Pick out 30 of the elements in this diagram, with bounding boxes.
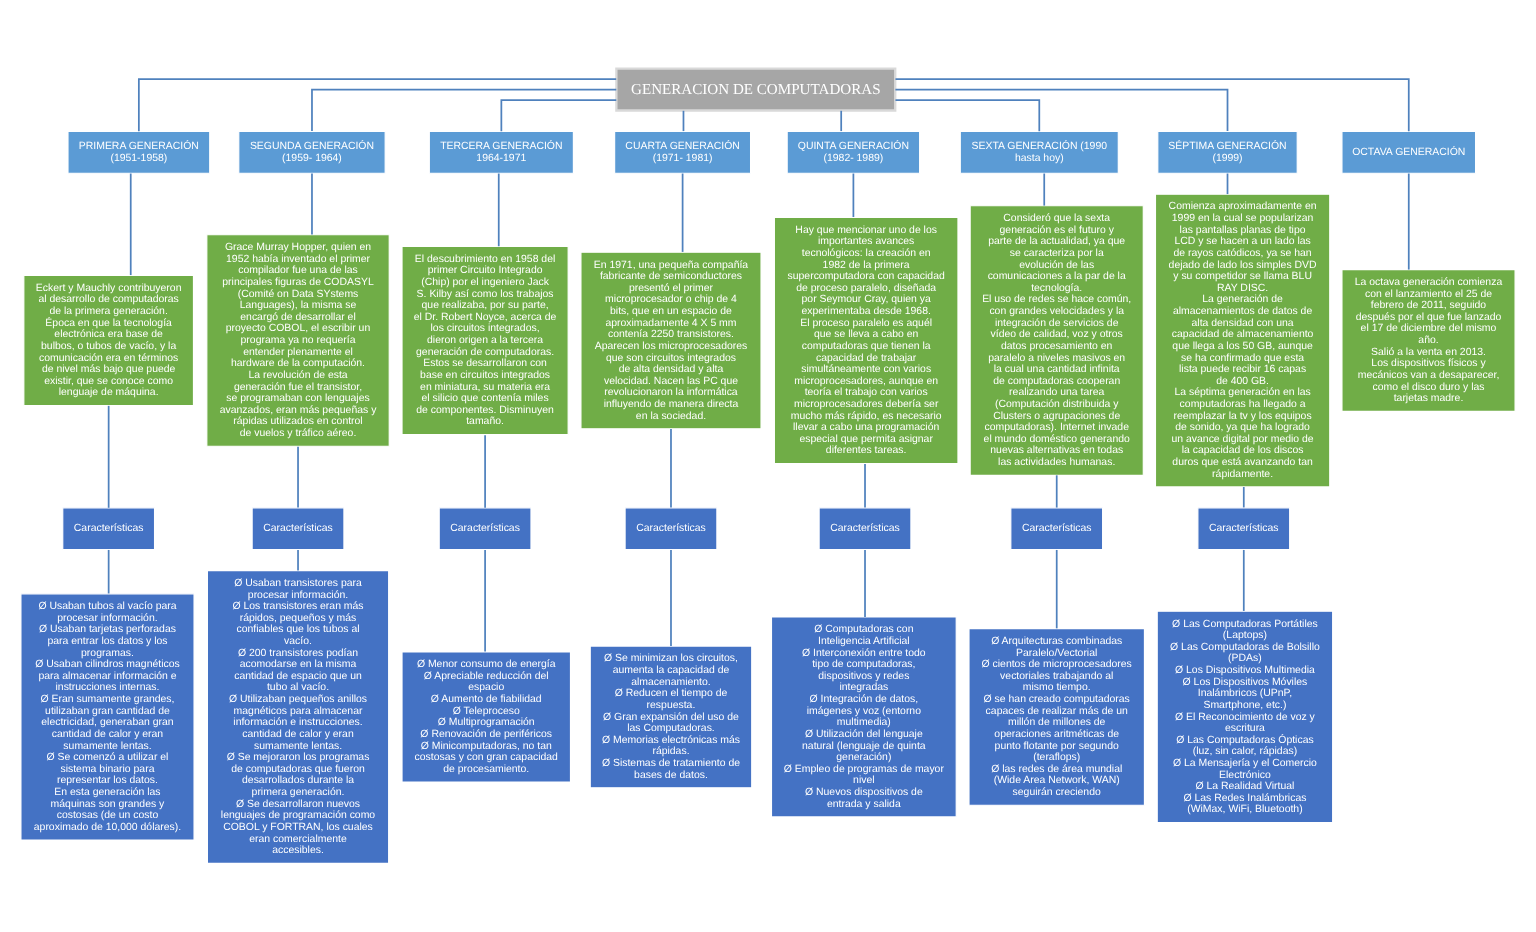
connector [1055, 474, 1058, 509]
connector [107, 549, 110, 595]
connector [138, 78, 618, 132]
connector [864, 549, 866, 618]
connector [894, 88, 1229, 132]
connector [894, 78, 1410, 132]
connector [1226, 172, 1229, 195]
connector [840, 109, 843, 132]
connector [894, 99, 1041, 133]
connector [107, 404, 110, 509]
connector [484, 434, 486, 509]
connector [1407, 172, 1410, 271]
connector [1043, 172, 1046, 207]
connector [670, 428, 672, 509]
connector [297, 549, 299, 572]
connector [852, 172, 855, 218]
connector [500, 99, 618, 133]
connector [682, 109, 685, 132]
connector [681, 172, 684, 253]
connector [311, 88, 618, 132]
connector [1055, 549, 1058, 630]
connector [670, 549, 672, 647]
connector [129, 172, 132, 276]
connector [1242, 486, 1245, 509]
connector [1242, 549, 1245, 612]
connector [311, 172, 313, 236]
connector [864, 463, 866, 509]
connector [497, 172, 500, 248]
connector [484, 549, 486, 653]
connector [297, 445, 299, 509]
